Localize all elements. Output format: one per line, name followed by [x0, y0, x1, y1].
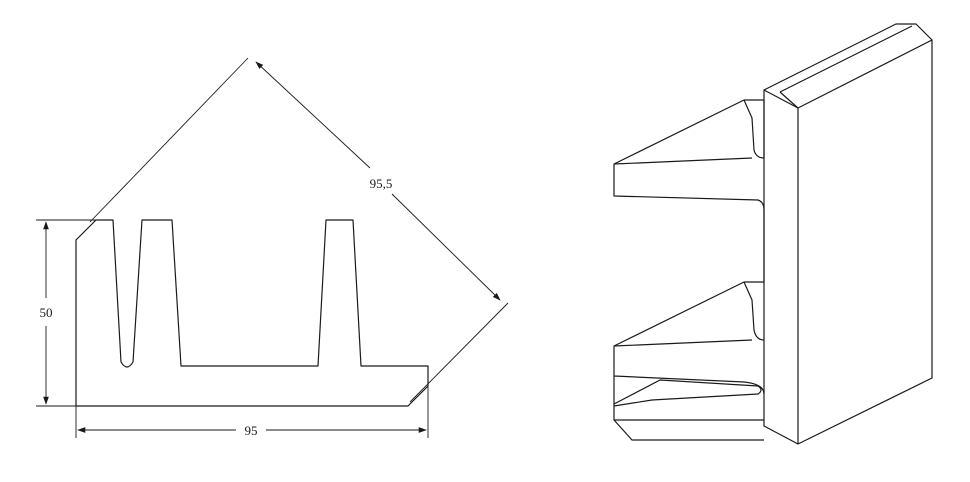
width-dimension-label: 95 — [245, 423, 258, 438]
isometric-view — [613, 23, 933, 445]
middle-fin-ridge — [613, 339, 753, 347]
upper-fin-ridge — [613, 157, 753, 165]
height-dimension: 50 — [36, 219, 96, 407]
upper-fin-top-face — [743, 99, 765, 159]
width-dimension: 95 — [75, 386, 429, 438]
diagonal-dimension-line-top — [255, 61, 371, 169]
slab-top-face — [763, 23, 933, 91]
slab-top-chamfer-edge — [779, 25, 913, 93]
slab-top-front-edge — [779, 91, 799, 109]
upper-fin — [613, 99, 765, 211]
middle-fin — [613, 281, 765, 395]
height-dimension-label: 50 — [40, 305, 53, 320]
lower-slot — [613, 379, 762, 407]
diagonal-extension-left — [89, 57, 249, 223]
lower-fin — [613, 376, 764, 441]
diagonal-extension-right — [409, 302, 509, 403]
profile-outline — [75, 219, 429, 407]
diagonal-dimension-line-bottom — [391, 193, 501, 301]
slab-side-face — [797, 39, 933, 445]
slab-front-face — [763, 89, 799, 445]
diagonal-dimension: 95,5 — [89, 57, 509, 403]
middle-fin-top-face — [743, 281, 765, 341]
profile-view — [75, 219, 429, 407]
diagonal-dimension-label: 95,5 — [370, 176, 393, 191]
